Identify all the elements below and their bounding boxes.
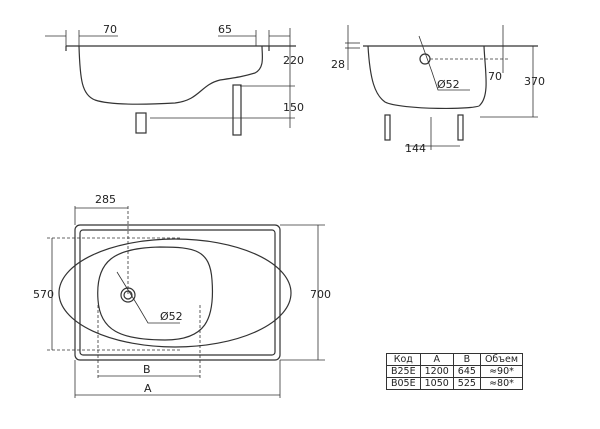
top-dim-a: A	[144, 382, 152, 395]
side-view: 70 65 220 150	[45, 23, 304, 136]
spec-cell: 645	[452, 365, 481, 378]
spec-table: Код A B Объем B25E 1200 645 ≈90* B05E 10…	[386, 353, 524, 390]
top-dim-285: 285	[95, 193, 116, 206]
spec-cell: ≈80*	[479, 377, 524, 390]
spec-header-volume: Объем	[479, 353, 524, 366]
top-dim-drain-diameter: Ø52	[160, 310, 183, 323]
spec-cell: B05E	[386, 377, 421, 390]
spec-header-b: B	[452, 353, 481, 366]
spec-cell: B25E	[386, 365, 421, 378]
top-dim-570: 570	[33, 288, 54, 301]
end-dim-370: 370	[524, 75, 545, 88]
end-view: Ø52 28 70 370 144	[331, 25, 545, 155]
table-row: B25E 1200 645 ≈90*	[386, 365, 524, 378]
side-dim-150: 150	[283, 101, 304, 114]
end-dim-70: 70	[488, 70, 502, 83]
spec-header-row: Код A B Объем	[386, 353, 524, 366]
top-view: Ø52 285 570 700 B A	[33, 193, 331, 398]
spec-cell: 1050	[419, 377, 454, 390]
spec-header-a: A	[419, 353, 454, 366]
end-dim-overflow-diameter: Ø52	[437, 78, 460, 91]
end-dim-144: 144	[405, 142, 426, 155]
top-dim-700: 700	[310, 288, 331, 301]
top-dim-b: B	[143, 363, 151, 376]
spec-cell: 1200	[419, 365, 454, 378]
spec-cell: ≈90*	[479, 365, 524, 378]
side-dim-65: 65	[218, 23, 232, 36]
spec-header-code: Код	[386, 353, 421, 366]
table-row: B05E 1050 525 ≈80*	[386, 377, 524, 390]
spec-cell: 525	[452, 377, 481, 390]
side-dim-70: 70	[103, 23, 117, 36]
end-dim-28: 28	[331, 58, 345, 71]
side-dim-220: 220	[283, 54, 304, 67]
